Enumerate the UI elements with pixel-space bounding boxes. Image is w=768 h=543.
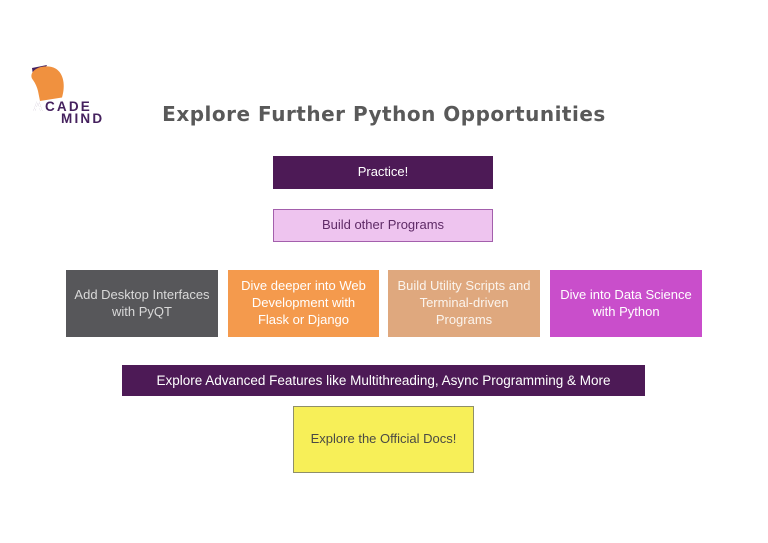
- logo-text-acade: ACADE: [33, 99, 92, 114]
- logo-letter-a-knockout: A: [33, 99, 43, 114]
- academind-logo: ACADE A MIND: [26, 64, 110, 126]
- logo-text-mind: MIND: [61, 111, 104, 124]
- academind-ribbon-icon: ACADE A MIND: [31, 65, 104, 126]
- box-desktop-interfaces-pyqt: Add Desktop Interfaces with PyQT: [66, 270, 218, 337]
- box-web-development-flask-django: Dive deeper into Web Development with Fl…: [228, 270, 379, 337]
- page-title: Explore Further Python Opportunities: [162, 102, 606, 126]
- box-utility-scripts-terminal: Build Utility Scripts and Terminal-drive…: [388, 270, 540, 337]
- box-practice: Practice!: [273, 156, 493, 189]
- box-data-science-python: Dive into Data Science with Python: [550, 270, 702, 337]
- box-build-other-programs: Build other Programs: [273, 209, 493, 242]
- box-explore-official-docs: Explore the Official Docs!: [293, 406, 474, 473]
- box-advanced-features: Explore Advanced Features like Multithre…: [122, 365, 645, 396]
